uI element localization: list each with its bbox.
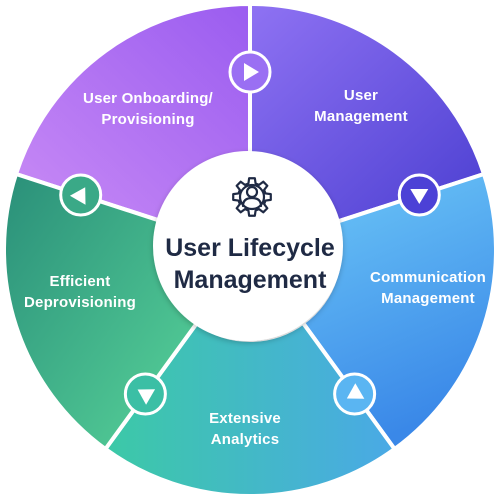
label-analytics-line1: Extensive: [209, 410, 281, 427]
gear-outline: [232, 177, 272, 217]
center-title-line1: User Lifecycle: [165, 234, 335, 262]
label-onboarding-line1: User Onboarding/: [83, 90, 214, 107]
arrow-icon: [244, 63, 259, 81]
arrow-icon: [69, 187, 86, 205]
segment-labels: User Onboarding/ Provisioning User Manag…: [24, 87, 486, 448]
center-circle: [153, 151, 343, 341]
label-analytics-line2: Analytics: [211, 431, 280, 448]
arrow-icon: [410, 188, 429, 204]
label-communication-line2: Management: [381, 290, 475, 307]
tab-analytics-to-deprovisioning: [123, 372, 167, 416]
center-title-line2: Management: [174, 266, 327, 294]
connector-tabs: [59, 50, 441, 416]
label-deprovisioning-line2: Deprovisioning: [24, 294, 136, 311]
user-gear-icon: [232, 177, 272, 217]
tab-onboarding-to-user: [228, 50, 272, 94]
tab-user-to-communication: [397, 173, 441, 217]
tab-communication-to-analytics: [333, 372, 377, 416]
label-communication-line1: Communication: [370, 269, 486, 286]
label-onboarding-line2: Provisioning: [101, 111, 194, 128]
label-user-management-line1: User: [344, 87, 378, 104]
tab-deprovisioning-to-onboarding: [59, 173, 103, 217]
arrow-icon: [346, 383, 365, 399]
center-hub: User Lifecycle Management: [153, 151, 343, 341]
label-deprovisioning-line1: Efficient: [50, 273, 111, 290]
arrow-icon: [137, 389, 156, 405]
gear-inner-ring: [238, 183, 266, 211]
label-user-management-line2: Management: [314, 108, 408, 125]
